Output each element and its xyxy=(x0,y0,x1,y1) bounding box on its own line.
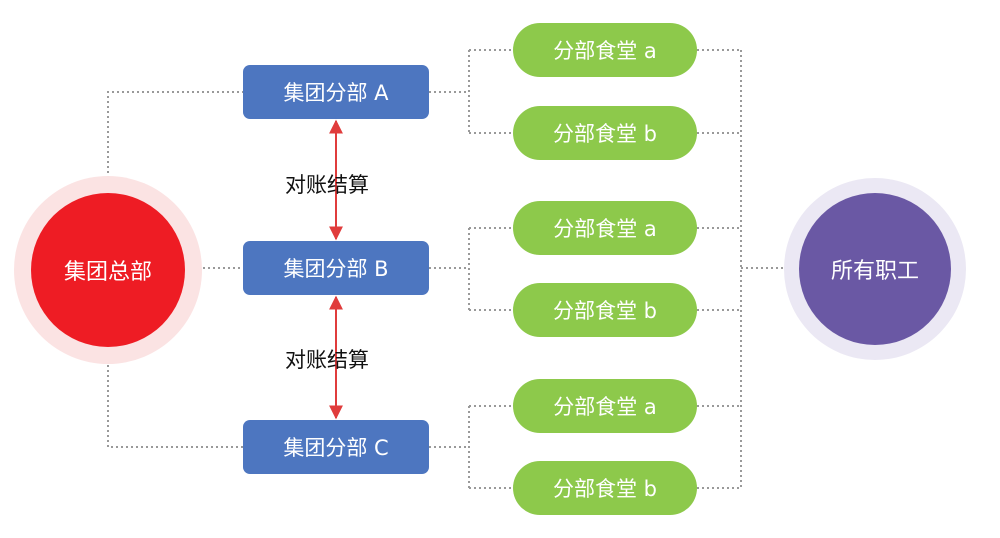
branch-a-label: 集团分部 A xyxy=(283,81,389,105)
reconciliation-label-a-b: 对账结算 xyxy=(285,173,369,197)
hq-to-branch-a-connector xyxy=(107,91,243,193)
canteen-label: 分部食堂 b xyxy=(552,477,657,501)
staff-node: 所有职工 xyxy=(799,193,951,345)
canteen-label: 分部食堂 b xyxy=(552,299,657,323)
branch-b-canteen-b-node: 分部食堂 b xyxy=(513,283,697,337)
branch-a-canteen-a-node: 分部食堂 a xyxy=(513,23,697,77)
branch-b-node: 集团分部 B xyxy=(243,241,429,295)
hq-to-branch-c-connector xyxy=(107,345,243,448)
canteen-label: 分部食堂 a xyxy=(553,217,657,241)
branch-c-node: 集团分部 C xyxy=(243,420,429,474)
canteens-to-staff-connector xyxy=(697,49,790,489)
branch-b-label: 集团分部 B xyxy=(283,257,389,281)
branch-a-canteen-b-node: 分部食堂 b xyxy=(513,106,697,160)
canteen-label: 分部食堂 a xyxy=(553,39,657,63)
headquarters-label: 集团总部 xyxy=(63,260,152,285)
staff-label: 所有职工 xyxy=(830,259,919,284)
branch-a-node: 集团分部 A xyxy=(243,65,429,119)
branch-c-canteen-b-node: 分部食堂 b xyxy=(513,461,697,515)
branch-b-to-canteens-connector xyxy=(429,227,513,311)
canteen-label: 分部食堂 b xyxy=(552,122,657,146)
branch-b-canteen-a-node: 分部食堂 a xyxy=(513,201,697,255)
branch-a-to-canteens-connector xyxy=(429,49,513,134)
branch-c-label: 集团分部 C xyxy=(283,436,389,460)
branch-c-canteen-a-node: 分部食堂 a xyxy=(513,379,697,433)
branch-c-to-canteens-connector xyxy=(429,405,513,489)
reconciliation-label-b-c: 对账结算 xyxy=(285,348,369,372)
canteen-label: 分部食堂 a xyxy=(553,395,657,419)
headquarters-node: 集团总部 xyxy=(31,193,185,347)
